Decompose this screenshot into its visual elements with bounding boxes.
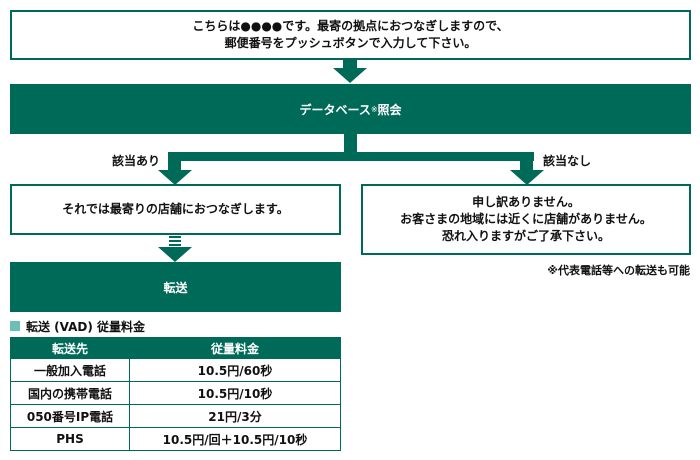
arrow-down-icon [510, 170, 544, 185]
rate-cell: 10.5円/10秒 [129, 381, 341, 405]
no-store-box: 申し訳ありません。 お客さまの地域には近くに店舗がありません。 恐れ入りますがご… [361, 184, 691, 255]
arrow-down-icon [158, 247, 192, 262]
destination-cell: 国内の携帯電話 [10, 381, 130, 405]
no-store-line-3: 恐れ入りますがご了承下さい。 [441, 229, 610, 243]
square-bullet-icon [10, 321, 20, 331]
transfer-label: 転送 [163, 280, 188, 295]
pricing-table: 転送先 従量料金 一般加入電話 10.5円/60秒 国内の携帯電話 10.5円/… [10, 337, 341, 451]
connect-store-box: それでは最寄りの店舗におつなぎします。 [10, 184, 341, 235]
destination-cell: PHS [10, 427, 130, 451]
no-store-line-2: お客さまの地域には近くに店舗がありません。 [400, 212, 652, 226]
branch-stem [344, 133, 357, 153]
table-row: 国内の携帯電話 10.5円/10秒 [10, 381, 341, 405]
arrow-down-icon [333, 68, 367, 83]
dash-line [169, 240, 181, 242]
forwarding-note: ※代表電話等への転送も可能 [547, 264, 690, 277]
database-note-mark: ※ [370, 104, 378, 114]
transfer-bar: 転送 [10, 262, 341, 312]
destination-cell: 050番号IP電話 [10, 404, 130, 428]
table-row: 一般加入電話 10.5円/60秒 [10, 358, 341, 382]
intro-line-1: こちらは●●●●です。最寄の拠点におつなぎしますので、 [192, 19, 509, 33]
arrow-down-icon [158, 170, 192, 185]
rate-cell: 10.5円/60秒 [129, 358, 341, 382]
rate-cell: 21円/3分 [129, 404, 341, 428]
destination-cell: 一般加入電話 [10, 358, 130, 382]
column-header-rate: 従量料金 [129, 337, 341, 359]
arrow-stem [343, 60, 357, 69]
database-lookup-bar: データベース※ 照会 [10, 84, 691, 134]
intro-box: こちらは●●●●です。最寄の拠点におつなぎしますので、 郵便番号をプッシュボタン… [10, 10, 691, 60]
dash-line [169, 244, 181, 246]
database-suffix: 照会 [377, 102, 402, 117]
branch-no-label: 該当なし [543, 154, 592, 168]
column-header-destination: 転送先 [10, 337, 130, 359]
branch-right-stem [520, 152, 533, 171]
branch-yes-label: 該当あり [112, 154, 161, 168]
connect-store-message: それでは最寄りの店舗におつなぎします。 [62, 202, 289, 216]
rate-cell: 10.5円/回＋10.5円/10秒 [129, 427, 341, 451]
database-label: データベース [299, 102, 371, 117]
table-row: PHS 10.5円/回＋10.5円/10秒 [10, 427, 341, 451]
no-store-line-1: 申し訳ありません。 [472, 195, 580, 209]
table-row: 050番号IP電話 21円/3分 [10, 404, 341, 428]
dash-line [169, 236, 181, 238]
pricing-heading: 転送 (VAD) 従量料金 [26, 320, 146, 334]
branch-horizontal [168, 152, 534, 161]
intro-line-2: 郵便番号をプッシュボタンで入力して下さい。 [224, 36, 477, 50]
table-header-row: 転送先 従量料金 [10, 337, 341, 359]
branch-left-stem [168, 152, 181, 171]
